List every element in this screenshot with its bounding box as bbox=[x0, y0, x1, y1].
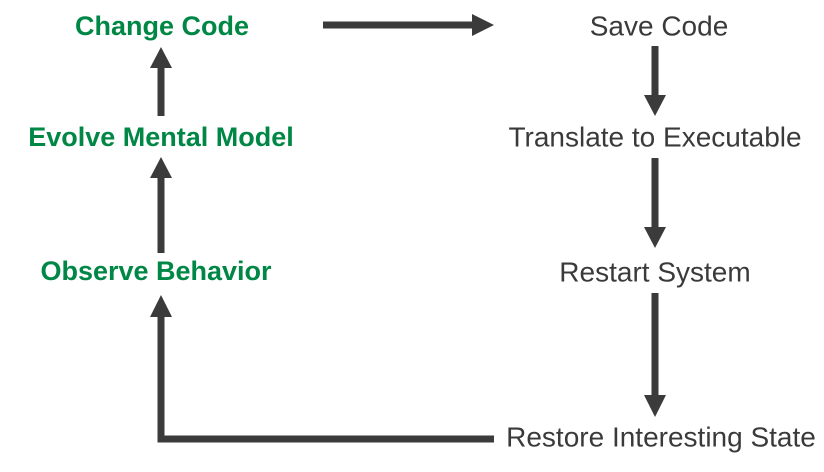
node-translate-to-executable: Translate to Executable bbox=[508, 121, 802, 153]
node-restart-system: Restart System bbox=[559, 256, 751, 288]
arrow-evolve-mental-model-to-change-code bbox=[150, 47, 172, 116]
node-evolve-mental-model: Evolve Mental Model bbox=[28, 122, 294, 153]
node-change-code: Change Code bbox=[74, 11, 250, 42]
node-observe-behavior: Observe Behavior bbox=[40, 256, 272, 287]
arrow-save-code-to-translate-to-executable bbox=[644, 46, 666, 116]
arrow-restart-system-to-restore-interesting-state bbox=[644, 293, 666, 417]
node-restore-interesting-state: Restore Interesting State bbox=[506, 421, 816, 453]
arrow-restore-interesting-state-to-observe-behavior bbox=[150, 295, 494, 443]
node-save-code: Save Code bbox=[589, 10, 729, 42]
arrow-observe-behavior-to-evolve-mental-model bbox=[150, 157, 172, 253]
arrow-translate-to-executable-to-restart-system bbox=[644, 158, 666, 248]
arrow-change-code-to-save-code bbox=[323, 14, 494, 36]
